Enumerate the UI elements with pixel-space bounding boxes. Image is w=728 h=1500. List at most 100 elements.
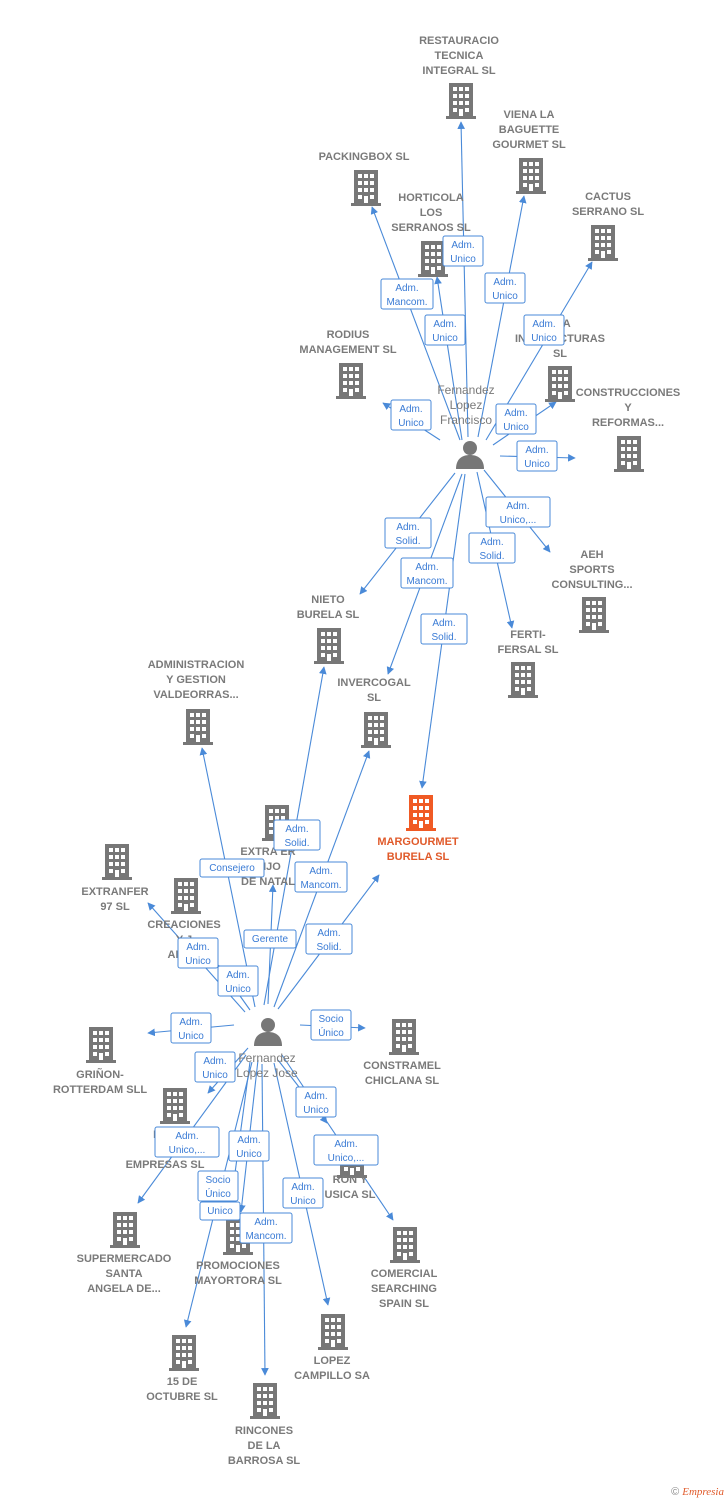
edge-fernandez_francisco-packingbox [370, 206, 461, 441]
role-badge-text: Unico,... [500, 515, 537, 526]
role-badge-extranfer_hijos[interactable]: Gerente [243, 929, 297, 949]
role-badge-ron_musica[interactable]: Adm. Unico [295, 1086, 337, 1118]
company-label: INVERCOGAL [337, 677, 411, 689]
edge-fernandez_francisco-viena [477, 195, 527, 438]
role-badge-fertifersal[interactable]: Adm.Solid. [468, 532, 516, 564]
role-badge-restauracio[interactable]: Adm.Unico [442, 235, 484, 267]
company-label: INTEGRAL SL [422, 65, 495, 77]
company-label: DE LA [248, 1440, 281, 1452]
role-badge-lopez_campillo[interactable]: Adm.Unico [282, 1177, 324, 1209]
role-badge-viena[interactable]: Adm.Unico [484, 272, 526, 304]
company-label: MARGOURMET [377, 836, 459, 848]
role-badge-text: Unico [398, 418, 424, 429]
role-badge-text: Unico [432, 333, 458, 344]
role-badge-nieto[interactable]: Adm. Solid. [273, 819, 321, 851]
role-badge-construcciones[interactable]: Adm.Unico [516, 440, 558, 472]
company-label: Y [624, 402, 632, 414]
building-icon [183, 709, 213, 745]
role-badge-infraestructuras[interactable]: Adm.Unico [495, 403, 537, 435]
role-badge-text: Solid. [431, 632, 456, 643]
role-badge-text: Solid. [284, 838, 309, 849]
company-node-fertifersal[interactable]: FERTI-FERSAL SL [498, 629, 559, 698]
company-label: BARROSA SL [228, 1455, 301, 1467]
role-badge-promociones_mayortora[interactable]: Adm.Unico [228, 1130, 270, 1162]
role-badge-text: Mancom. [245, 1231, 286, 1242]
role-badge-text: Socio [205, 1175, 230, 1186]
role-badge-administracion[interactable]: Consejero [199, 858, 265, 878]
building-icon [406, 795, 436, 831]
role-badge-text: Solid. [479, 551, 504, 562]
company-node-aeh[interactable]: AEHSPORTSCONSULTING... [551, 549, 633, 633]
role-badge-packingbox[interactable]: Adm.Mancom. [380, 278, 434, 310]
role-badge-invercogal[interactable]: Adm.Mancom. [400, 557, 454, 589]
role-badge-creaciones[interactable]: Adm.Unico [217, 965, 259, 997]
person-icon [254, 1018, 282, 1046]
brand-logo[interactable]: Empresia [682, 1486, 724, 1498]
role-badge-margourmet[interactable]: Adm.Solid. [305, 923, 353, 955]
company-node-invercogal[interactable]: INVERCOGAL SL [337, 677, 411, 748]
role-badge-horticola[interactable]: Adm.Unico [424, 314, 466, 346]
company-label: VALDEORRAS... [153, 689, 238, 701]
role-badge-aeh[interactable]: Adm.Unico,... [485, 496, 551, 528]
role-badge-cactus[interactable]: Adm.Unico [523, 314, 565, 346]
role-badge-text: Adm. [415, 562, 438, 573]
role-badge-text: Único [205, 1187, 231, 1200]
role-badge-extranfer97[interactable]: Adm.Unico [177, 937, 219, 969]
company-label: BURELA SL [387, 851, 450, 863]
role-badge-margourmet[interactable]: Adm.Solid. [420, 613, 468, 645]
company-label: RESTAURACIO [419, 35, 499, 47]
person-label: Fernandez [437, 383, 494, 397]
company-node-packingbox[interactable]: PACKINGBOX SL [319, 151, 410, 206]
company-label: CONSULTING... [551, 579, 632, 591]
role-badge-text: Consejero [209, 863, 255, 874]
company-label: SL [367, 692, 381, 704]
role-badge-text: Unico [303, 1105, 329, 1116]
role-badge-promociones_gr[interactable]: Adm.Unico [194, 1051, 236, 1083]
building-icon [110, 1212, 140, 1248]
company-node-margourmet[interactable]: MARGOURMET BURELA SL [377, 795, 459, 863]
role-badge-invercogal[interactable]: Adm.Mancom. [294, 861, 348, 893]
role-badge-text: Único [318, 1026, 344, 1039]
role-badge-supermercado[interactable]: Adm.Unico,... [154, 1126, 220, 1158]
building-icon [390, 1227, 420, 1263]
role-badge-comercial[interactable]: Adm.Unico,... [313, 1134, 379, 1166]
company-label: RON Y [333, 1174, 368, 1186]
role-badge-text: Unico [207, 1206, 233, 1217]
role-badge-text: Adm. [304, 1091, 327, 1102]
role-badge-text: Adm. [317, 928, 340, 939]
role-badge-text: Unico [202, 1070, 228, 1081]
company-label: PACKINGBOX SL [319, 151, 410, 163]
role-badge-grinon[interactable]: Adm.Unico [170, 1012, 212, 1044]
role-badge-text: Adm. [186, 942, 209, 953]
company-label: GRIÑON- [76, 1068, 124, 1081]
company-node-construcciones[interactable]: CONSTRUCCIONESYREFORMAS... [576, 387, 681, 472]
role-badge-rincones[interactable]: Adm.Mancom. [239, 1212, 293, 1244]
company-label: SEARCHING [371, 1283, 437, 1295]
role-badge-quince_octubre[interactable]: Unico [199, 1201, 241, 1221]
role-badge-text: Adm. [285, 824, 308, 835]
company-node-grinon[interactable]: GRIÑON-ROTTERDAM SLL [53, 1027, 147, 1096]
role-badge-rodius[interactable]: Adm.Unico [390, 399, 432, 431]
role-badge-nieto[interactable]: Adm.Solid. [384, 517, 432, 549]
company-label: FERSAL SL [498, 644, 559, 656]
